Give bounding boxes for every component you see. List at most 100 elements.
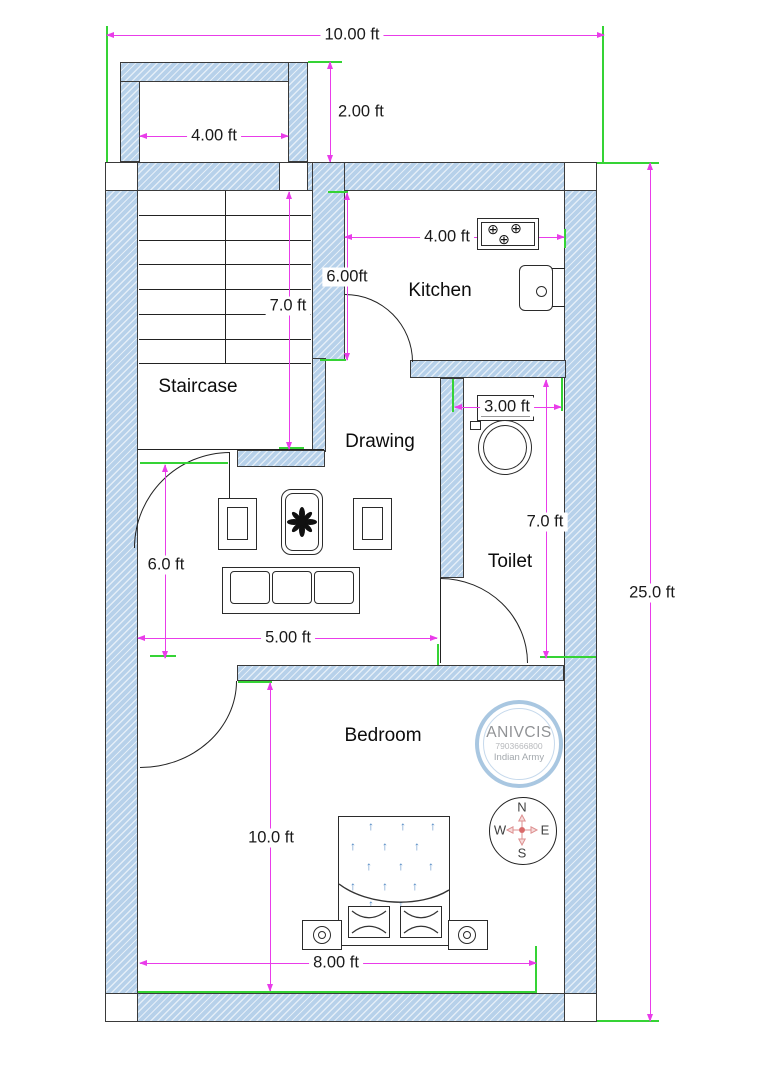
sink-connector bbox=[552, 306, 565, 308]
compass-south-label: S bbox=[517, 845, 527, 861]
extension-line bbox=[106, 26, 108, 190]
sofa-cushion bbox=[272, 571, 312, 604]
blanket-arrow-icon: ↑ bbox=[400, 819, 406, 833]
dim-overall-width-label: 10.00 ft bbox=[320, 25, 384, 45]
extension-line bbox=[535, 946, 537, 993]
logo-phone: 7903666800 bbox=[495, 741, 543, 752]
bed-blanket: ↑↑↑↑↑↑↑↑↑↑↑↑↑↑ bbox=[338, 816, 450, 916]
bottom-wall bbox=[105, 993, 597, 1022]
column bbox=[564, 162, 597, 191]
room-label-kitchen: Kitchen bbox=[408, 280, 472, 301]
dim-drawing-width-label: 5.00 ft bbox=[261, 628, 315, 648]
kitchen-door-arc bbox=[345, 294, 413, 362]
company-logo: ANIVCIS 7903666800 Indian Army bbox=[475, 700, 563, 788]
blanket-arrow-icon: ↑ bbox=[414, 839, 420, 853]
right-wall bbox=[564, 162, 597, 1022]
armchair-seat bbox=[227, 507, 248, 540]
dim-kitchen-width-label: 4.00 ft bbox=[420, 227, 474, 247]
bed-pillow-curves bbox=[351, 910, 387, 934]
dim-staircase-label: 7.0 ft bbox=[265, 296, 311, 316]
extension-line bbox=[561, 378, 563, 411]
blanket-arrow-icon: ↑ bbox=[412, 879, 418, 893]
bed-blanket-fold bbox=[338, 883, 450, 903]
partition-wall bbox=[312, 358, 326, 452]
blanket-arrow-icon: ↑ bbox=[430, 819, 436, 833]
plant-icon bbox=[287, 507, 317, 537]
company-logo-inner: ANIVCIS 7903666800 Indian Army bbox=[482, 707, 556, 781]
bedroom-door-arc bbox=[140, 681, 237, 768]
blanket-arrow-icon: ↑ bbox=[398, 859, 404, 873]
room-label-bedroom: Bedroom bbox=[344, 725, 422, 746]
dim-bedroom-depth-label: 10.0 ft bbox=[244, 828, 298, 848]
toilet-door-arc bbox=[440, 578, 528, 663]
dim-drawing-depth-label: 6.0 ft bbox=[143, 555, 189, 575]
dim-toilet-width-label: 3.00 ft bbox=[480, 397, 534, 417]
extension-line bbox=[540, 656, 596, 658]
extension-line bbox=[452, 379, 454, 412]
blanket-arrow-icon: ↑ bbox=[366, 859, 372, 873]
extension-line bbox=[308, 61, 342, 63]
bedroom-top-wall bbox=[237, 665, 564, 681]
blanket-arrow-icon: ↑ bbox=[382, 879, 388, 893]
logo-name: ANIVCIS bbox=[486, 724, 552, 742]
room-label-staircase: Staircase bbox=[158, 376, 238, 397]
dim-toilet-depth-label: 7.0 ft bbox=[522, 512, 568, 532]
extension-line bbox=[328, 191, 348, 193]
dim-bedroom-width-label: 8.00 ft bbox=[309, 953, 363, 973]
blanket-arrow-icon: ↑ bbox=[382, 839, 388, 853]
below-staircase-wall bbox=[237, 450, 325, 467]
sofa-cushion bbox=[230, 571, 270, 604]
sofa-cushion bbox=[314, 571, 354, 604]
stove-burner-icon: ⊕ bbox=[487, 221, 499, 237]
bed-pillow-curves bbox=[403, 910, 439, 934]
room-label-drawing: Drawing bbox=[345, 431, 415, 452]
kitchen-bottom-wall bbox=[410, 360, 566, 378]
stove-burner-icon: ⊕ bbox=[510, 220, 522, 236]
porch-left-wall bbox=[120, 62, 140, 162]
blanket-arrow-icon: ↑ bbox=[428, 859, 434, 873]
left-wall bbox=[105, 162, 138, 1022]
extension-line bbox=[602, 26, 604, 164]
extension-line bbox=[437, 644, 439, 665]
blanket-arrow-icon: ↑ bbox=[368, 897, 374, 911]
staircase-divider bbox=[225, 191, 227, 363]
compass-north-label: N bbox=[517, 799, 527, 815]
dim-overall-depth-label: 25.0 ft bbox=[625, 583, 679, 603]
bed-pillow bbox=[400, 906, 442, 938]
porch-top-wall bbox=[120, 62, 308, 82]
sink-connector bbox=[552, 268, 565, 270]
toilet-bowl-inner bbox=[483, 425, 527, 470]
stove-inner bbox=[481, 222, 535, 246]
porch-right-wall bbox=[288, 62, 308, 162]
blanket-arrow-icon: ↑ bbox=[398, 897, 404, 911]
bedside-lamp-center bbox=[318, 931, 326, 939]
compass-west-label: W bbox=[493, 822, 507, 838]
extension-line bbox=[597, 1020, 659, 1022]
extension-line bbox=[140, 462, 228, 464]
extension-line bbox=[138, 991, 537, 993]
dim-staircase-line bbox=[285, 191, 292, 450]
blanket-arrow-icon: ↑ bbox=[350, 879, 356, 893]
extension-line bbox=[597, 162, 659, 164]
bed-pillow bbox=[348, 906, 390, 938]
compass-east-label: E bbox=[540, 822, 550, 838]
column bbox=[279, 162, 308, 191]
compass-arrows-icon bbox=[505, 813, 539, 847]
dim-porch-depth-line bbox=[326, 61, 333, 163]
stair-tread bbox=[139, 363, 311, 365]
dim-porch-depth-label: 2.00 ft bbox=[334, 102, 388, 122]
drawing-door-arc bbox=[134, 452, 230, 548]
sink-drain bbox=[536, 286, 547, 297]
stove-burner-icon: ⊕ bbox=[498, 231, 510, 247]
top-wall bbox=[105, 162, 597, 191]
dim-porch-width-label: 4.00 ft bbox=[187, 126, 241, 146]
dim-kitchen-depth-label: 6.00ft bbox=[322, 267, 372, 287]
logo-tagline: Indian Army bbox=[493, 752, 545, 764]
extension-line bbox=[564, 229, 566, 248]
bedside-lamp-center bbox=[463, 931, 471, 939]
column bbox=[564, 993, 597, 1022]
toilet-flush-button bbox=[470, 421, 481, 430]
staircase-floor-line bbox=[138, 449, 324, 451]
armchair-seat bbox=[362, 507, 383, 540]
